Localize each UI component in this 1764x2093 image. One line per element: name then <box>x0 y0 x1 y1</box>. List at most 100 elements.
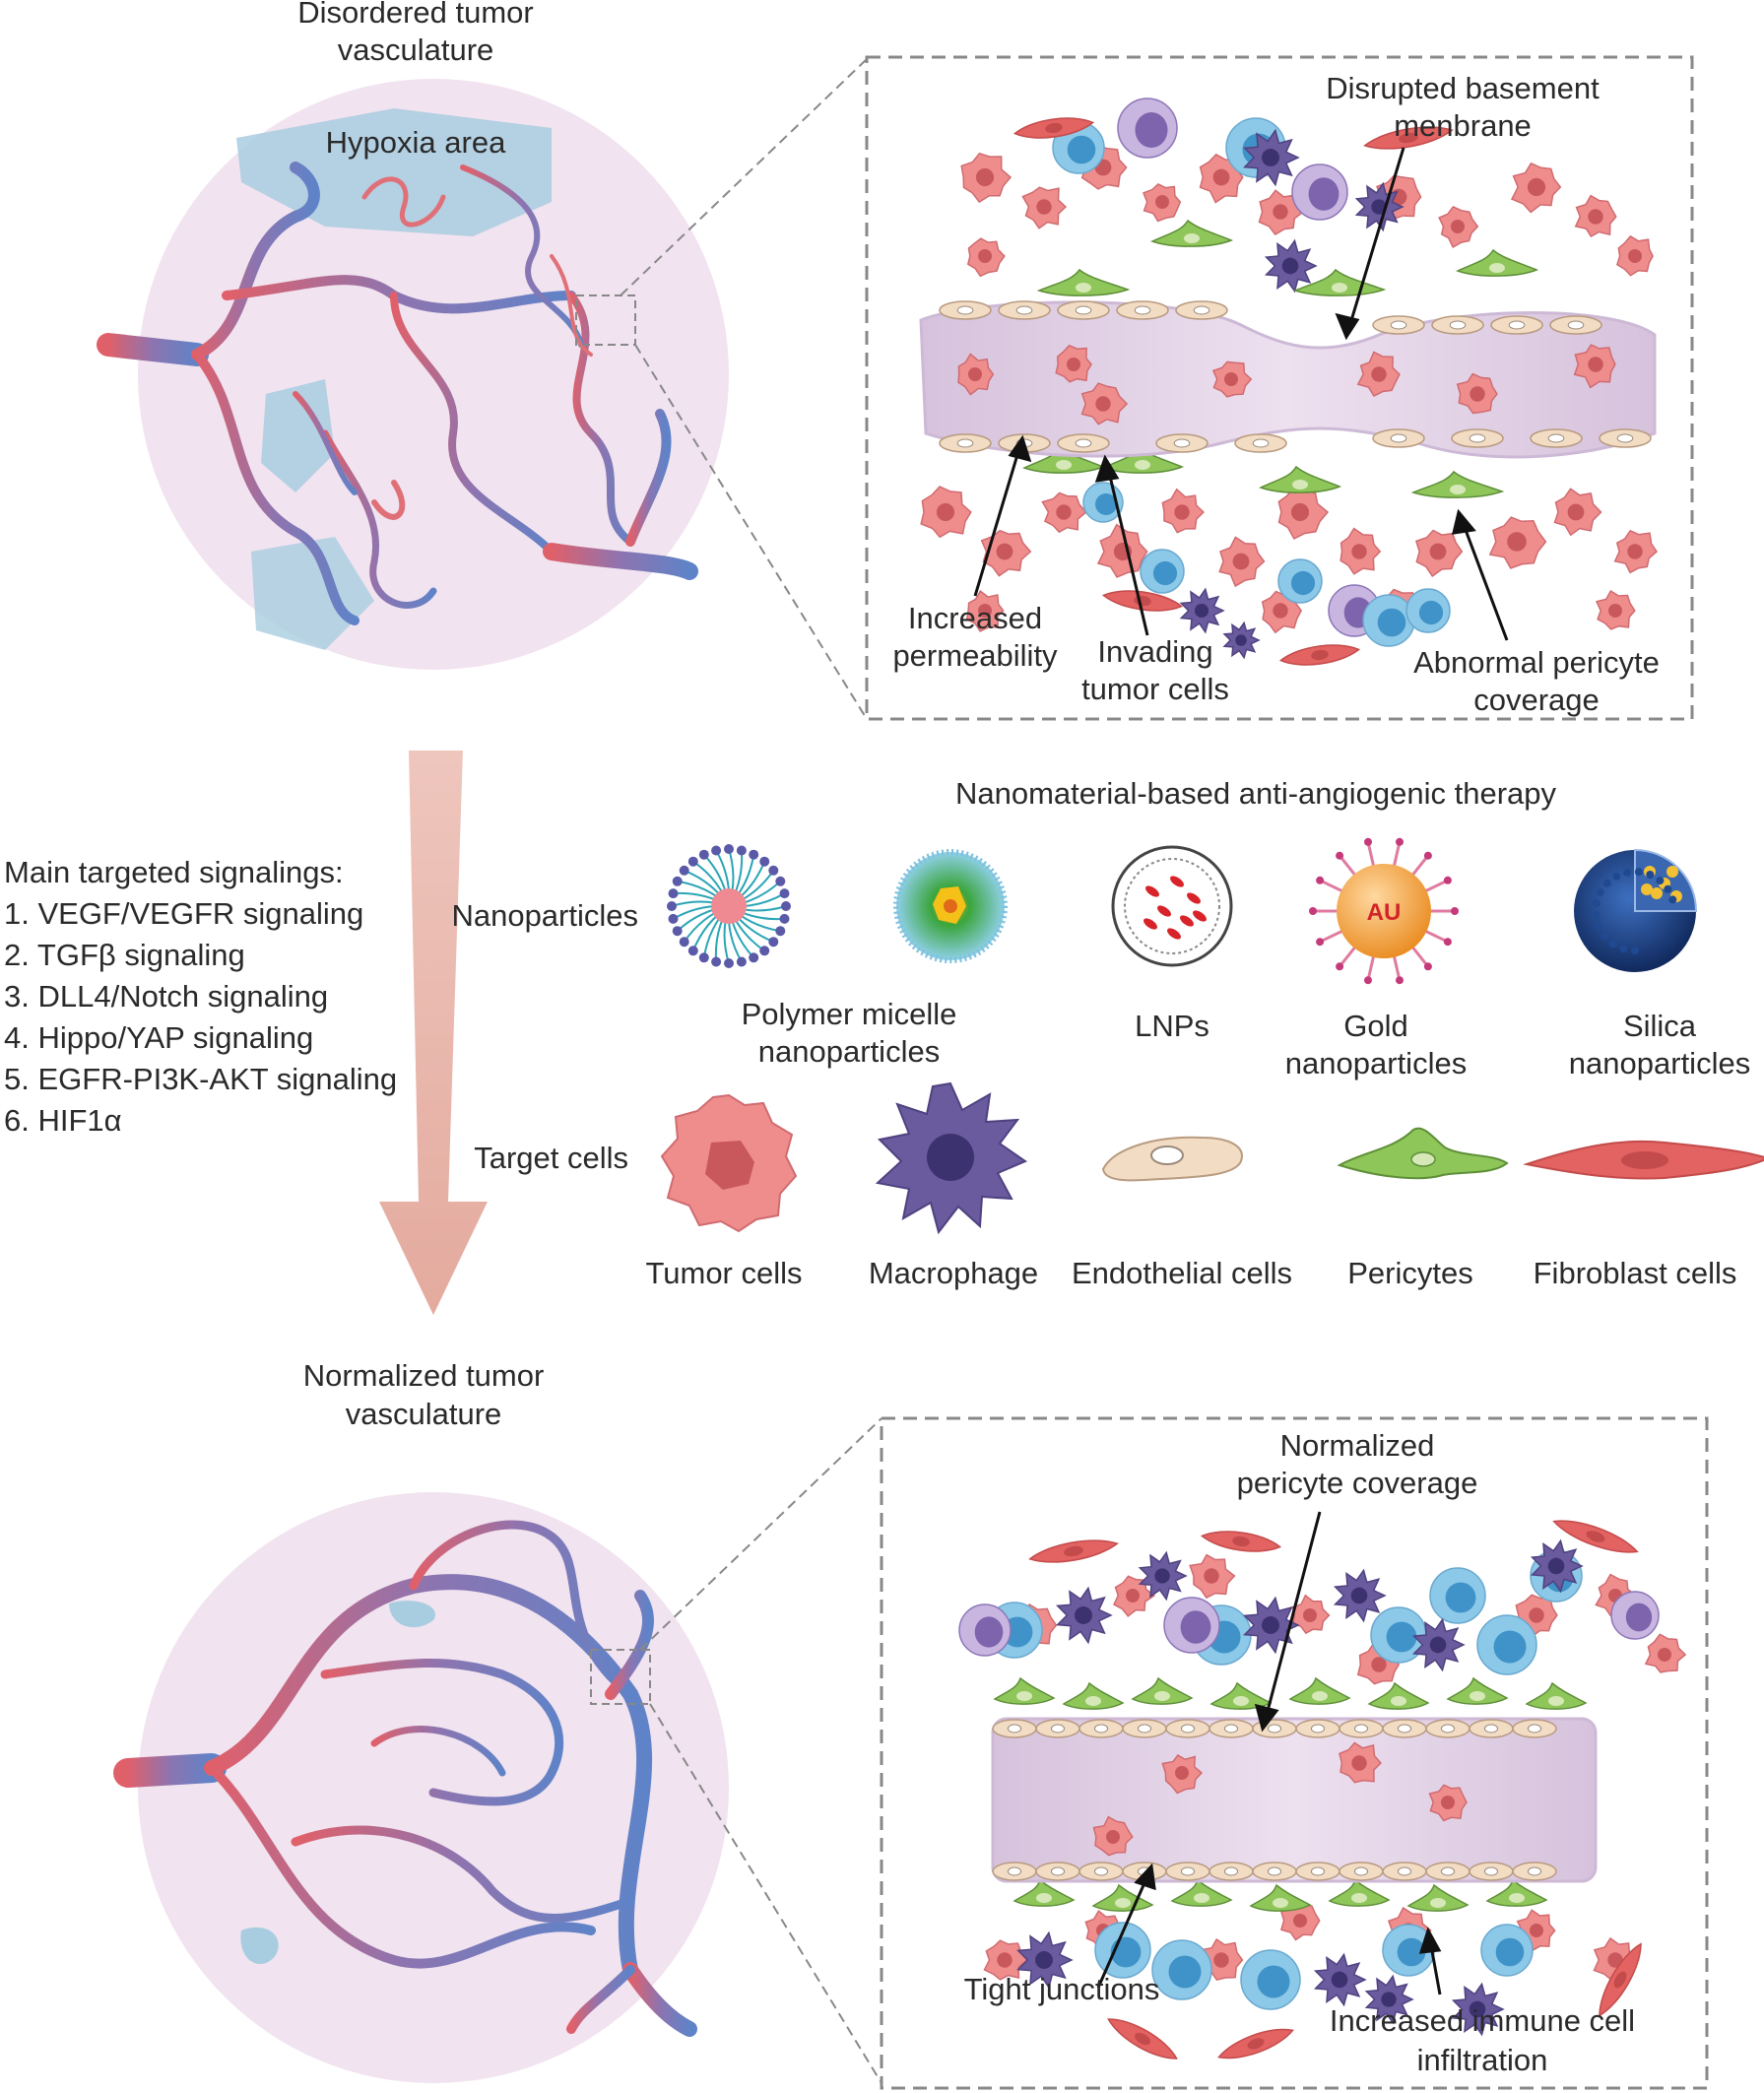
tumor-cell <box>957 353 995 396</box>
svg-text:nanoparticles: nanoparticles <box>1285 1046 1467 1080</box>
bottom-circle-title: Normalized tumor vasculature <box>303 1358 545 1431</box>
tumor-cell <box>920 486 972 539</box>
hypoxia-region-2 <box>261 379 335 492</box>
endothelial-cell <box>1234 433 1287 453</box>
top-circle-title-line2: vasculature <box>338 33 494 67</box>
fibroblast-cell <box>1599 1942 1642 2017</box>
polymer-micelle-icon-b <box>893 849 1008 963</box>
svg-text:Normalized: Normalized <box>1280 1428 1435 1463</box>
pericyte-cell <box>1328 1878 1391 1907</box>
svg-text:Disrupted basement: Disrupted basement <box>1326 71 1600 105</box>
macrophage-cell <box>1138 1550 1188 1602</box>
zoom-box-bottom <box>590 1649 651 1705</box>
endothelial-cell <box>1512 1862 1557 1881</box>
macrophage-cell <box>1016 1930 1074 1990</box>
disordered-vasculature-circle <box>97 58 868 720</box>
lymphocyte-cell <box>1382 1924 1435 1977</box>
fibroblast-cell <box>1278 644 1361 666</box>
endothelial-cell <box>1382 1862 1427 1881</box>
svg-text:Invading: Invading <box>1097 634 1212 669</box>
hypoxia-region-5 <box>240 1927 279 1965</box>
tumor-cell <box>1055 344 1092 383</box>
endothelial-cell <box>939 300 992 320</box>
endothelial-cell <box>1057 300 1110 320</box>
endothelial-cell <box>992 1862 1037 1881</box>
label-normalized-pericyte: Normalized pericyte coverage <box>1237 1428 1478 1500</box>
endothelial-cell <box>1425 1862 1470 1881</box>
lymphocyte-cell <box>1240 1949 1301 2010</box>
pericyte-cell <box>1013 1878 1076 1907</box>
label-abnormal-pericyte: Abnormal pericyte coverage <box>1413 645 1660 717</box>
hypoxia-region-4 <box>389 1601 435 1628</box>
tumor-cell <box>1595 590 1636 630</box>
tumor-cell <box>1488 516 1547 569</box>
svg-text:nanoparticles: nanoparticles <box>758 1034 940 1069</box>
endothelial-cell <box>1122 1719 1167 1738</box>
svg-text:Abnormal pericyte: Abnormal pericyte <box>1413 645 1660 680</box>
signaling-item: 2. TGFβ signaling <box>4 938 245 972</box>
endothelial-cell <box>1057 433 1110 453</box>
tumor-cell <box>1613 529 1658 574</box>
tumor-cell <box>1414 529 1464 577</box>
silica-nanoparticle-icon <box>1574 848 1698 972</box>
tumor-cell <box>1211 360 1253 398</box>
signaling-title: Main targeted signalings: <box>4 855 344 889</box>
svg-text:Gold: Gold <box>1343 1009 1407 1043</box>
tumor-cell <box>1428 1784 1468 1822</box>
signaling-item: 6. HIF1α <box>4 1103 122 1138</box>
pericyte-cell <box>1209 1681 1273 1710</box>
svg-text:Normalized tumor: Normalized tumor <box>303 1358 545 1393</box>
lymphocyte-cell <box>1140 549 1185 594</box>
svg-text:permeability: permeability <box>892 638 1058 673</box>
tumor-cell <box>1041 491 1087 534</box>
macrophage-cell <box>1243 128 1300 187</box>
endothelial-cell <box>1035 1719 1080 1738</box>
tumor-cell <box>1616 234 1654 277</box>
macrophage-cell <box>1364 1974 1414 2025</box>
lymphocyte-cell <box>1151 1939 1212 2000</box>
pericyte-cell <box>993 1676 1056 1705</box>
monocyte-cell <box>1163 1597 1220 1654</box>
lymphocyte-cell <box>1405 588 1451 633</box>
hypoxia-region-3 <box>251 537 374 650</box>
macrophage-cell <box>1411 1617 1466 1672</box>
macrophage-cell <box>1264 238 1318 294</box>
tumor-cell <box>966 237 1006 278</box>
target-cell-name-endothelial: Endothelial cells <box>1072 1256 1292 1290</box>
pericyte-icon <box>1337 1127 1509 1180</box>
svg-text:tumor cells: tumor cells <box>1081 672 1229 706</box>
lymphocyte-cell <box>1277 558 1323 604</box>
endothelial-cell-icon <box>1101 1136 1243 1182</box>
endothelial-cell <box>1599 428 1652 448</box>
tumor-cell <box>1510 162 1562 214</box>
nanoparticle-name-silica: Silica nanoparticles <box>1569 1009 1750 1080</box>
hypoxia-label: Hypoxia area <box>326 125 506 160</box>
fibroblast-icon <box>1523 1140 1764 1180</box>
fibroblast-cell <box>1028 1539 1119 1563</box>
annotation-arrows <box>973 147 1509 1995</box>
lnp-icon <box>1111 845 1233 967</box>
label-increased-permeability: Increased permeability <box>892 601 1058 673</box>
endothelial-cell <box>1175 300 1228 320</box>
tumor-cell <box>1438 205 1479 249</box>
macrophage-cell <box>1354 181 1405 232</box>
tumor-cell <box>1092 1815 1134 1857</box>
pericyte-cell <box>1249 1883 1312 1912</box>
tumor-cell <box>983 1939 1028 1981</box>
label-increased-immune: Increased immune cell infiltration <box>1330 2003 1635 2077</box>
tumor-cell <box>1021 186 1068 229</box>
signaling-item: 3. DLL4/Notch signaling <box>4 979 329 1014</box>
nanoparticles-row-label: Nanoparticles <box>451 898 638 933</box>
lymphocyte-cell <box>1362 594 1415 647</box>
endothelial-cell <box>998 300 1051 320</box>
macrophage-cell <box>1243 1596 1300 1655</box>
macrophage-cell <box>1222 621 1261 660</box>
endothelial-cell <box>1549 315 1602 335</box>
endothelial-cell <box>1339 1862 1384 1881</box>
monocyte-cell <box>1291 164 1348 221</box>
pericyte-cell <box>1288 1676 1351 1705</box>
pericyte-cell <box>1455 248 1539 277</box>
svg-text:Increased: Increased <box>908 601 1042 635</box>
tumor-cell-icon <box>660 1093 798 1233</box>
